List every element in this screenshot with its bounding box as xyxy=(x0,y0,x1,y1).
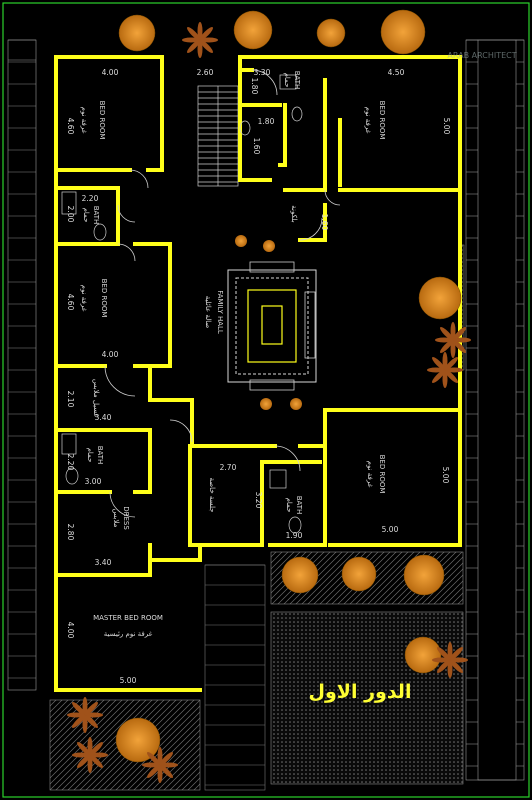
label-bath-left-ar: حمام xyxy=(82,208,90,223)
trees xyxy=(67,9,471,783)
svg-text:4.00: 4.00 xyxy=(102,68,119,77)
svg-text:2.20: 2.20 xyxy=(66,454,75,471)
bath-fixtures xyxy=(61,74,303,534)
label-balcony: بلكونة xyxy=(290,205,298,223)
label-bath-center-en: BATH xyxy=(295,496,303,515)
label-dress-en: DRESS xyxy=(122,506,130,530)
svg-text:2.10: 2.10 xyxy=(66,391,75,408)
label-bed-top-left-en: BED ROOM xyxy=(98,101,106,140)
svg-text:4.00: 4.00 xyxy=(102,350,119,359)
label-master-ar: غرفة نوم رئيسية xyxy=(104,630,153,638)
svg-text:1.80: 1.80 xyxy=(250,78,259,95)
floor-title: الدور الاول xyxy=(309,681,412,703)
svg-text:5.00: 5.00 xyxy=(441,467,450,484)
svg-text:5.00: 5.00 xyxy=(382,525,399,534)
svg-text:3.40: 3.40 xyxy=(95,558,112,567)
label-bed-right-en: BED ROOM xyxy=(378,455,386,494)
svg-text:4.60: 4.60 xyxy=(66,294,75,311)
label-family-hall-ar: صالة عائلية xyxy=(204,296,212,329)
svg-text:4.60: 4.60 xyxy=(66,118,75,135)
svg-text:4.00: 4.00 xyxy=(66,622,75,639)
walls xyxy=(54,55,462,692)
svg-text:1.90: 1.90 xyxy=(286,531,303,540)
door-swings xyxy=(104,69,341,518)
paving-right xyxy=(465,39,525,781)
svg-text:2.60: 2.60 xyxy=(197,68,214,77)
label-bath-left2-ar: حمام xyxy=(86,448,94,463)
label-family-hall-en: FAMILY HALL xyxy=(216,290,224,334)
label-bed-top-right-ar: غرفة نوم xyxy=(364,107,372,134)
svg-text:4.50: 4.50 xyxy=(388,68,405,77)
svg-text:1.60: 1.60 xyxy=(320,214,329,231)
label-bed-mid-left-en: BED ROOM xyxy=(100,279,108,318)
label-bed-top-right-en: BED ROOM xyxy=(378,101,386,140)
svg-text:2.70: 2.70 xyxy=(220,463,237,472)
label-dress-ar: ملابس xyxy=(112,509,120,528)
svg-text:1.60: 1.60 xyxy=(252,138,261,155)
svg-text:2.00: 2.00 xyxy=(66,206,75,223)
svg-text:5.00: 5.00 xyxy=(120,676,137,685)
label-bed-top-left-ar: غرفة نوم xyxy=(80,107,88,134)
svg-text:1.80: 1.80 xyxy=(258,117,275,126)
label-laundry: غسيل ملابس xyxy=(92,379,100,418)
svg-text:3.30: 3.30 xyxy=(254,68,271,77)
paving-left xyxy=(7,39,37,691)
svg-text:3.20: 3.20 xyxy=(254,492,263,509)
label-bath-left-en: BATH xyxy=(92,206,100,225)
family-hall-furniture xyxy=(227,235,317,410)
label-bath-top-center-en: BATH xyxy=(293,71,301,90)
label-bed-mid-left-ar: غرفة نوم xyxy=(80,285,88,312)
svg-text:3.40: 3.40 xyxy=(95,413,112,422)
label-master-en: MASTER BED ROOM xyxy=(93,614,163,622)
svg-text:2.80: 2.80 xyxy=(66,524,75,541)
label-bed-right-ar: غرفة نوم xyxy=(366,461,374,488)
staircase xyxy=(197,85,239,187)
watermark: ARAB ARCHITECT xyxy=(447,51,516,60)
label-private-sitting: جلسة خاصة xyxy=(208,477,216,512)
svg-text:5.00: 5.00 xyxy=(442,118,451,135)
svg-text:3.00: 3.00 xyxy=(85,477,102,486)
label-bath-center-ar: حمام xyxy=(285,498,293,513)
svg-text:2.20: 2.20 xyxy=(82,194,99,203)
dimensions: 4.00 2.60 3.30 4.50 4.60 5.00 1.80 1.80 … xyxy=(66,68,451,685)
room-labels: غرفة نوم BED ROOM غرفة نوم BED ROOM غرفة… xyxy=(80,71,386,638)
label-bath-top-center-ar: حمام xyxy=(283,73,291,88)
label-bath-left2-en: BATH xyxy=(96,446,104,465)
